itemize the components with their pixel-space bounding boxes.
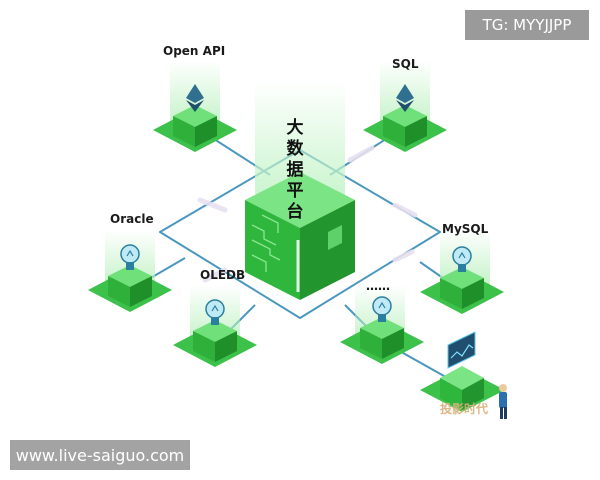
node-cube-left-mysql	[440, 278, 462, 309]
title-char: 数	[286, 139, 304, 159]
node-cube-left-oracle	[108, 276, 130, 307]
lightbulb-icon	[205, 299, 225, 325]
node-label-sql: SQL	[392, 57, 419, 71]
node-label-more: ……	[366, 279, 390, 293]
center-platform-title: 大 数 据 平 台	[283, 118, 307, 223]
title-char: 大	[286, 118, 304, 138]
ethereum-diamond-icon	[396, 84, 414, 112]
ethereum-diamond-icon	[186, 84, 204, 112]
node-cube-left-openapi	[173, 116, 195, 147]
lightbulb-icon	[372, 296, 392, 322]
title-char: 平	[286, 181, 304, 201]
node-cube-right-oracle	[130, 276, 152, 307]
glow-links	[197, 145, 418, 283]
monitor-screen	[447, 331, 476, 369]
title-char: 据	[286, 160, 304, 180]
node-cube-left-more	[360, 328, 382, 359]
node-label-oledb: OLEDB	[200, 268, 246, 282]
node-cube-right-oledb	[215, 331, 237, 362]
central-platform-cube	[239, 172, 355, 300]
node-cube-right-more	[382, 328, 404, 359]
node-label-oracle: Oracle	[110, 212, 154, 226]
watermark-text: 投影时代	[440, 402, 489, 416]
site-url-badge[interactable]: www.live-saiguo.com	[10, 440, 190, 470]
node-cube-right-openapi	[195, 116, 217, 147]
lightbulb-icon	[120, 244, 140, 270]
node-label-openapi: Open API	[163, 44, 226, 58]
display-screen-node	[420, 331, 507, 419]
tg-badge: TG: MYYJJPP	[465, 10, 589, 40]
node-label-mysql: MySQL	[442, 222, 489, 236]
node-cube-left-oledb	[193, 331, 215, 362]
title-char: 台	[286, 202, 304, 222]
node-cube-left-sql	[383, 116, 405, 147]
person-figure	[499, 384, 507, 419]
lightbulb-icon	[452, 246, 472, 272]
node-cube-right-sql	[405, 116, 427, 147]
node-cubes	[88, 84, 504, 367]
node-cube-right-mysql	[462, 278, 484, 309]
